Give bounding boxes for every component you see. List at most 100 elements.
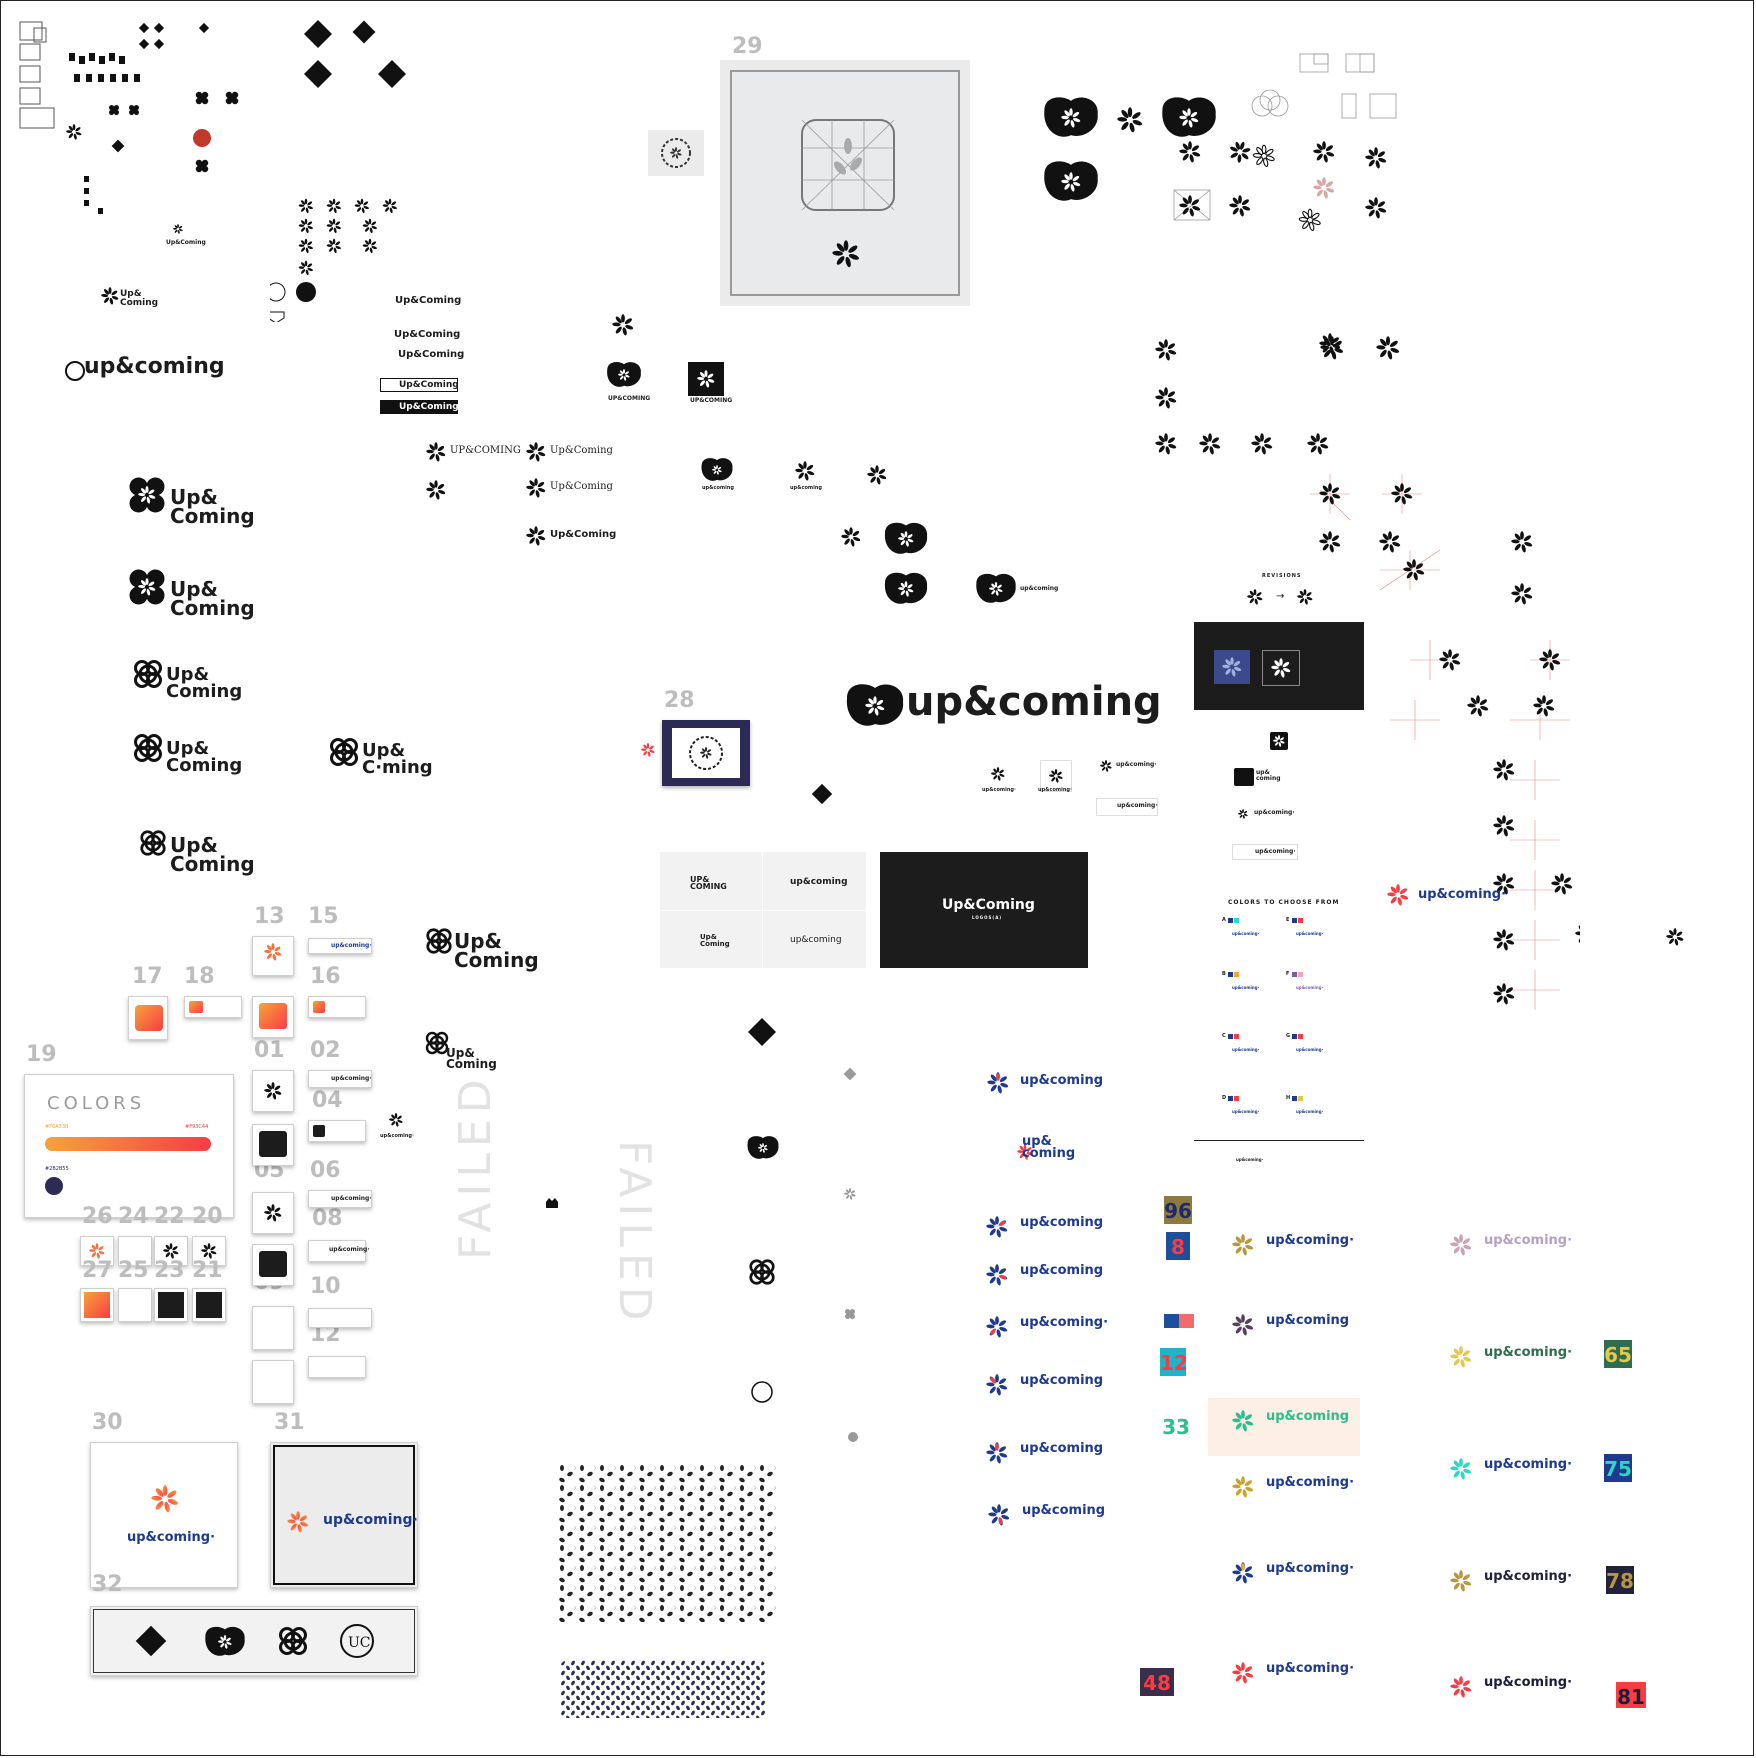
burst-tiny-icon [1238, 809, 1248, 819]
clover-logo-icon [279, 1627, 307, 1655]
failed-label: FAILED [450, 1073, 501, 1260]
mini-wordmark: Up&Coming [166, 239, 206, 246]
board-13 [252, 936, 294, 976]
artboard-number-01: 01 [254, 1038, 285, 1063]
logo-grid-card: UP&COMING up&coming Up&Coming up&coming [660, 852, 866, 968]
burst-tiny-icon [1100, 760, 1112, 772]
wordmark-option: up&coming [1020, 1073, 1104, 1088]
lockups-column-a: up&coming· up&coming up&coming up&coming… [1226, 1220, 1376, 1720]
artboard-number-31: 31 [274, 1410, 305, 1435]
serif-wordmark-caps: UP&COMING [450, 445, 521, 456]
burst-multicolor-icon [1387, 884, 1409, 906]
sans-wordmark: Up&Coming [550, 529, 617, 540]
logo-caption: up&coming· [1116, 761, 1157, 768]
artboard-number-20: 20 [192, 1204, 223, 1229]
blob-logo-icon [884, 572, 928, 604]
artboard-number-29: 29 [732, 34, 763, 59]
outlined-lockup: Up&Coming [380, 378, 459, 392]
board-27 [80, 1288, 114, 1322]
logo-caption: UP&COMING [690, 397, 733, 404]
logo-caption: up&coming [1020, 585, 1059, 592]
logo-caption: up&coming· [982, 787, 1016, 793]
lockups-column-b: up&coming· up&coming· up&coming· up&comi… [1444, 1220, 1594, 1720]
colors-title: COLORS [47, 1093, 146, 1114]
revisions-label: REVISIONS [1262, 573, 1302, 579]
wordmark-variant-c: Up&Coming [398, 349, 465, 360]
diamond-logos-icon [303, 19, 407, 89]
burst-logo-icon [832, 240, 860, 268]
logo-caption: up&coming· [1254, 809, 1295, 816]
board-30: up&coming· [90, 1442, 238, 1588]
board-05 [252, 1192, 294, 1234]
board-23 [154, 1288, 188, 1322]
burst-logo-icon [1117, 107, 1143, 133]
blob-logo-icon [884, 522, 928, 554]
artboard-number-28: 28 [664, 688, 695, 713]
revision-before-icon [1247, 589, 1263, 605]
stacked-wordmark-7: Up&Coming [454, 929, 539, 972]
boxed-lockup: up&coming· [1096, 798, 1158, 816]
artboard-number-24: 24 [118, 1204, 149, 1229]
highlighted-option [1208, 1398, 1360, 1456]
diamond-logo-icon [747, 1017, 777, 1047]
colors-to-choose-heading: COLORS TO CHOOSE FROM [1228, 899, 1340, 906]
faint-mark-icon [845, 1309, 855, 1319]
artboard-number-06: 06 [310, 1158, 341, 1183]
burst-tiny-icon [389, 1113, 403, 1127]
svg-text:UC: UC [348, 1635, 371, 1651]
revision-after-icon [1297, 589, 1313, 605]
board-09 [252, 1306, 294, 1350]
stacked-wordmark-4: Up&Coming [166, 738, 243, 776]
logo-caption: up&coming [702, 485, 734, 491]
artboard-number-15: 15 [308, 904, 339, 929]
color-options-grid: A E B F C G D H up&coming· up&coming· up… [1222, 917, 1324, 1114]
blob-logo-icon [747, 1136, 779, 1159]
wordmark-option: up&coming· [1418, 887, 1507, 902]
board-10 [308, 1308, 372, 1328]
blob-logo-icon [976, 573, 1016, 603]
artboard-number-21: 21 [192, 1258, 223, 1283]
wordmark-large-circle: up&coming [84, 354, 225, 379]
sketch-thumbnails-icon [19, 21, 239, 214]
boxed-lockup: up&coming· [1232, 844, 1298, 860]
artboard-29-card [720, 60, 970, 306]
dark-swatch [45, 1177, 63, 1195]
wordmark-variant-a: Up&Coming [395, 295, 462, 306]
stacked-wordmark-6: Up&Coming [170, 833, 255, 876]
clover-logo-icon [134, 734, 162, 762]
tiny-badge-icon [1270, 732, 1288, 750]
artboard-number-19: 19 [26, 1042, 57, 1067]
construction-sketches-icon [1173, 53, 1397, 232]
faint-mark-icon [844, 1188, 856, 1200]
board-17 [128, 996, 168, 1040]
artboard-number-04: 04 [312, 1088, 343, 1113]
clover-logo-icon [129, 477, 165, 513]
logo-caption: up&coming· [380, 1133, 414, 1139]
logo-caption: UP&COMING [608, 395, 651, 402]
burst-logo-icon [841, 527, 861, 547]
serif-wordmark: Up&Coming [550, 445, 613, 456]
clover-logo-icon [330, 738, 358, 766]
board-12 [308, 1356, 366, 1378]
footer-lockup: up&coming· [1236, 1157, 1264, 1162]
pattern-grid-icon [556, 1464, 778, 1622]
board-02: up&coming· [308, 1070, 372, 1088]
board-24 [118, 1236, 152, 1266]
failed-label: FAILED [609, 1140, 660, 1327]
burst-gradient-icon [287, 1511, 309, 1533]
gradient-bar [45, 1137, 211, 1151]
board-32: UC [90, 1606, 418, 1676]
seal-thumbnail [648, 130, 704, 176]
stacked-caption: up&coming [1256, 769, 1281, 782]
artboard-number-16: 16 [310, 964, 341, 989]
board-08: up&coming· [308, 1240, 370, 1262]
navy-red-lockups: up&coming up&coming up&coming· up&coming… [980, 1206, 1108, 1536]
blob-logo-icon [1044, 97, 1098, 137]
artboard-number-13: 13 [254, 904, 285, 929]
burst-small-icon [526, 442, 546, 462]
dark-presentation-card: Up&Coming LOGOS(A) [880, 852, 1088, 968]
burst-orange-icon [641, 743, 655, 757]
boxed-mark [1040, 760, 1072, 792]
artboard-number-02: 02 [310, 1038, 341, 1063]
board-18 [184, 996, 242, 1018]
